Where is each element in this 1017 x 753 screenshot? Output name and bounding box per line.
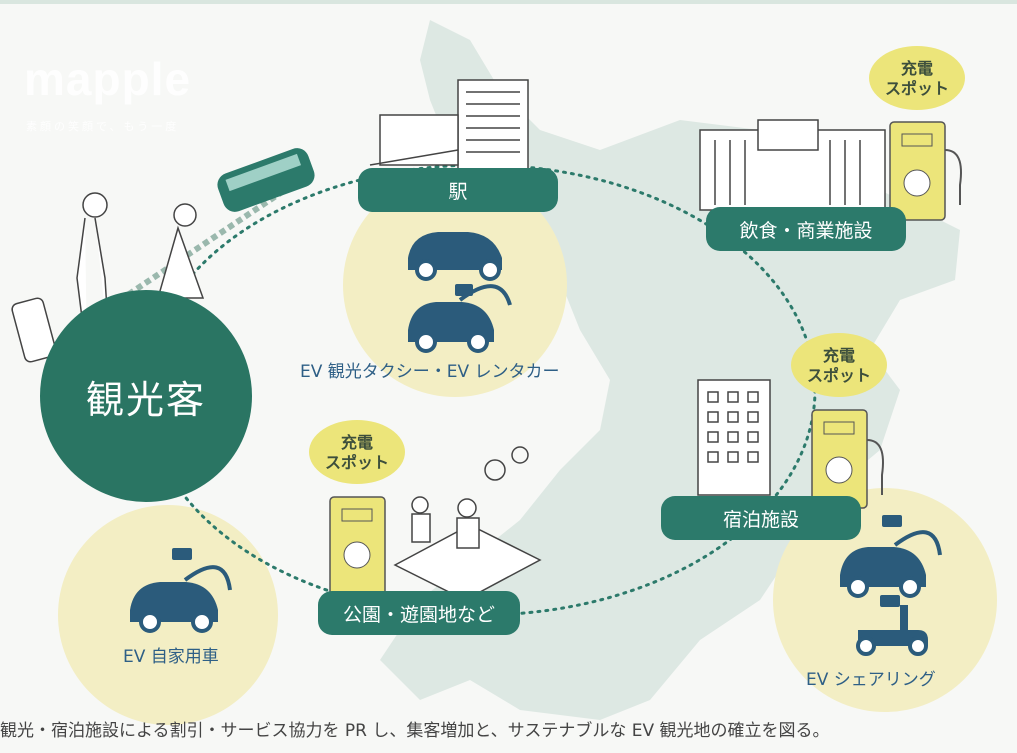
mapple-tagline: 素顔の笑顔で、もう一度 xyxy=(26,120,180,133)
charging-station-icon-park xyxy=(329,496,386,596)
charge-spot-bubble-dining: 充電 スポット xyxy=(869,46,965,110)
taxi-circle xyxy=(343,173,567,397)
tourist-node: 観光客 xyxy=(40,290,252,502)
ev-taxi-icon xyxy=(408,232,502,281)
charge-spot-label: スポット xyxy=(807,366,871,385)
charging-station-icon-lodging xyxy=(811,409,884,509)
ev-rental-car-icon xyxy=(408,284,512,353)
top-border xyxy=(0,0,1017,4)
park-label: 公園・遊園地など xyxy=(318,591,520,635)
ev-taxi-caption: EV 観光タクシー・EV レンタカー xyxy=(300,362,560,382)
charge-spot-label: 充電 xyxy=(823,346,855,365)
ev-private-car-icon xyxy=(130,548,232,633)
dining-label: 飲食・商業施設 xyxy=(706,207,906,251)
hotel-building-icon xyxy=(697,379,771,496)
charge-spot-label: スポット xyxy=(885,79,949,98)
charge-spot-label: 充電 xyxy=(901,59,933,78)
charge-spot-bubble-lodging: 充電 スポット xyxy=(791,333,887,397)
footer-text: 観光・宿泊施設による割引・サービス協力を PR し、集客増加と、サステナブルな … xyxy=(0,721,830,741)
ev-sharing-car-icon xyxy=(840,515,942,598)
mapple-logo: mapple xyxy=(24,53,192,105)
charge-spot-bubble-park: 充電 スポット xyxy=(309,420,405,484)
charge-spot-label: 充電 xyxy=(341,433,373,452)
lodging-label: 宿泊施設 xyxy=(661,496,861,540)
scooter-icon xyxy=(856,595,928,656)
station-label: 駅 xyxy=(358,168,558,212)
train-icon xyxy=(118,148,315,303)
charge-spot-label: スポット xyxy=(325,453,389,472)
ev-sharing-caption: EV シェアリング xyxy=(806,670,936,690)
picnic-icon xyxy=(393,446,542,601)
dining-building-icon xyxy=(699,119,886,211)
ev-private-caption: EV 自家用車 xyxy=(123,647,219,667)
charging-station-icon-dining xyxy=(889,121,962,221)
